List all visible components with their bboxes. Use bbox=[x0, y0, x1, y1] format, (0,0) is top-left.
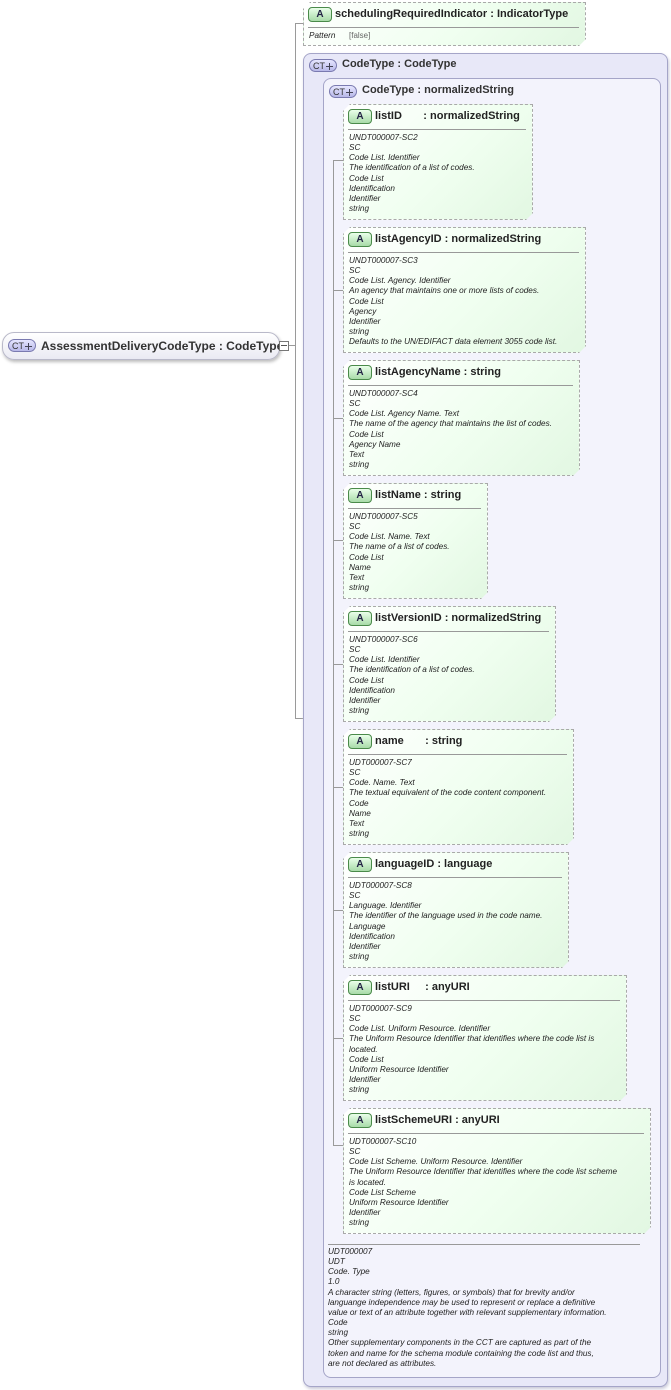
attribute-name: listSchemeURI : anyURI bbox=[375, 1114, 500, 1126]
attribute-list-version-id[interactable]: A listVersionID : normalizedString UNDT0… bbox=[343, 606, 556, 722]
ct-badge: CT bbox=[309, 59, 337, 72]
divider bbox=[348, 252, 579, 253]
divider bbox=[348, 1133, 644, 1134]
inner-type-title: CodeType : normalizedString bbox=[362, 84, 514, 96]
connector-tick bbox=[333, 910, 343, 911]
attribute-list-id[interactable]: A listID : normalizedString UNDT000007-S… bbox=[343, 104, 533, 220]
connector-top-attr bbox=[295, 23, 304, 24]
divider bbox=[348, 385, 573, 386]
attribute-badge: A bbox=[348, 232, 372, 247]
connector-trunk bbox=[295, 23, 296, 719]
connector-root bbox=[288, 345, 296, 346]
divider bbox=[348, 877, 562, 878]
connector-attributes bbox=[333, 160, 334, 1145]
connector-tick bbox=[333, 160, 343, 161]
connector-tick bbox=[333, 540, 343, 541]
expand-cross-icon bbox=[326, 63, 333, 70]
attribute-badge: A bbox=[348, 734, 372, 749]
divider bbox=[328, 1244, 640, 1245]
attribute-badge: A bbox=[348, 365, 372, 380]
attribute-name: name : string bbox=[375, 735, 463, 747]
divider bbox=[348, 631, 549, 632]
divider bbox=[348, 508, 481, 509]
attribute-badge: A bbox=[348, 488, 372, 503]
attribute-name: listID : normalizedString bbox=[375, 110, 520, 122]
attribute-list-agency-id[interactable]: A listAgencyID : normalizedString UNDT00… bbox=[343, 227, 586, 353]
attribute-badge: A bbox=[348, 611, 372, 626]
connector-tick bbox=[333, 787, 343, 788]
attribute-name: listURI : anyURI bbox=[375, 981, 470, 993]
divider bbox=[308, 27, 579, 28]
divider bbox=[348, 1000, 620, 1001]
connector-tick bbox=[333, 418, 343, 419]
divider bbox=[348, 129, 526, 130]
attribute-name: listAgencyName : string bbox=[375, 366, 501, 378]
attribute-name: listAgencyID : normalizedString bbox=[375, 233, 542, 245]
attribute-name: schedulingRequiredIndicator : IndicatorT… bbox=[335, 8, 569, 20]
attribute-badge: A bbox=[308, 7, 332, 22]
attribute-badge: A bbox=[348, 1113, 372, 1128]
expand-cross-icon bbox=[346, 89, 353, 96]
attribute-name: listName : string bbox=[375, 489, 462, 501]
collapse-toggle-icon[interactable] bbox=[279, 341, 289, 351]
root-type-title: AssessmentDeliveryCodeType : CodeType bbox=[41, 339, 284, 353]
expand-cross-icon bbox=[25, 343, 32, 350]
pattern-value: [false] bbox=[349, 31, 371, 40]
attribute-badge: A bbox=[348, 980, 372, 995]
connector-ct bbox=[295, 718, 304, 719]
ct-badge: CT bbox=[329, 85, 357, 98]
attribute-name: listVersionID : normalizedString bbox=[375, 612, 542, 624]
attribute-name: languageID : language bbox=[375, 858, 493, 870]
ct-badge: CT bbox=[8, 339, 36, 352]
connector-tick bbox=[333, 1145, 343, 1146]
outer-type-title: CodeType : CodeType bbox=[342, 58, 457, 70]
attribute-badge: A bbox=[348, 109, 372, 124]
attribute-scheduling-required-indicator[interactable]: A schedulingRequiredIndicator : Indicato… bbox=[303, 2, 586, 46]
root-complex-type[interactable]: CT AssessmentDeliveryCodeType : CodeType bbox=[2, 332, 284, 360]
connector-tick bbox=[333, 1038, 343, 1039]
divider bbox=[348, 754, 567, 755]
attribute-badge: A bbox=[348, 857, 372, 872]
pattern-label: Pattern bbox=[309, 31, 336, 40]
codetype-documentation: UDT000007 UDT Code. Type 1.0 A character… bbox=[328, 1244, 640, 1369]
connector-tick bbox=[333, 664, 343, 665]
connector-tick bbox=[333, 290, 343, 291]
attribute-list-agency-name[interactable]: A listAgencyName : string UNDT000007-SC4… bbox=[343, 360, 580, 476]
